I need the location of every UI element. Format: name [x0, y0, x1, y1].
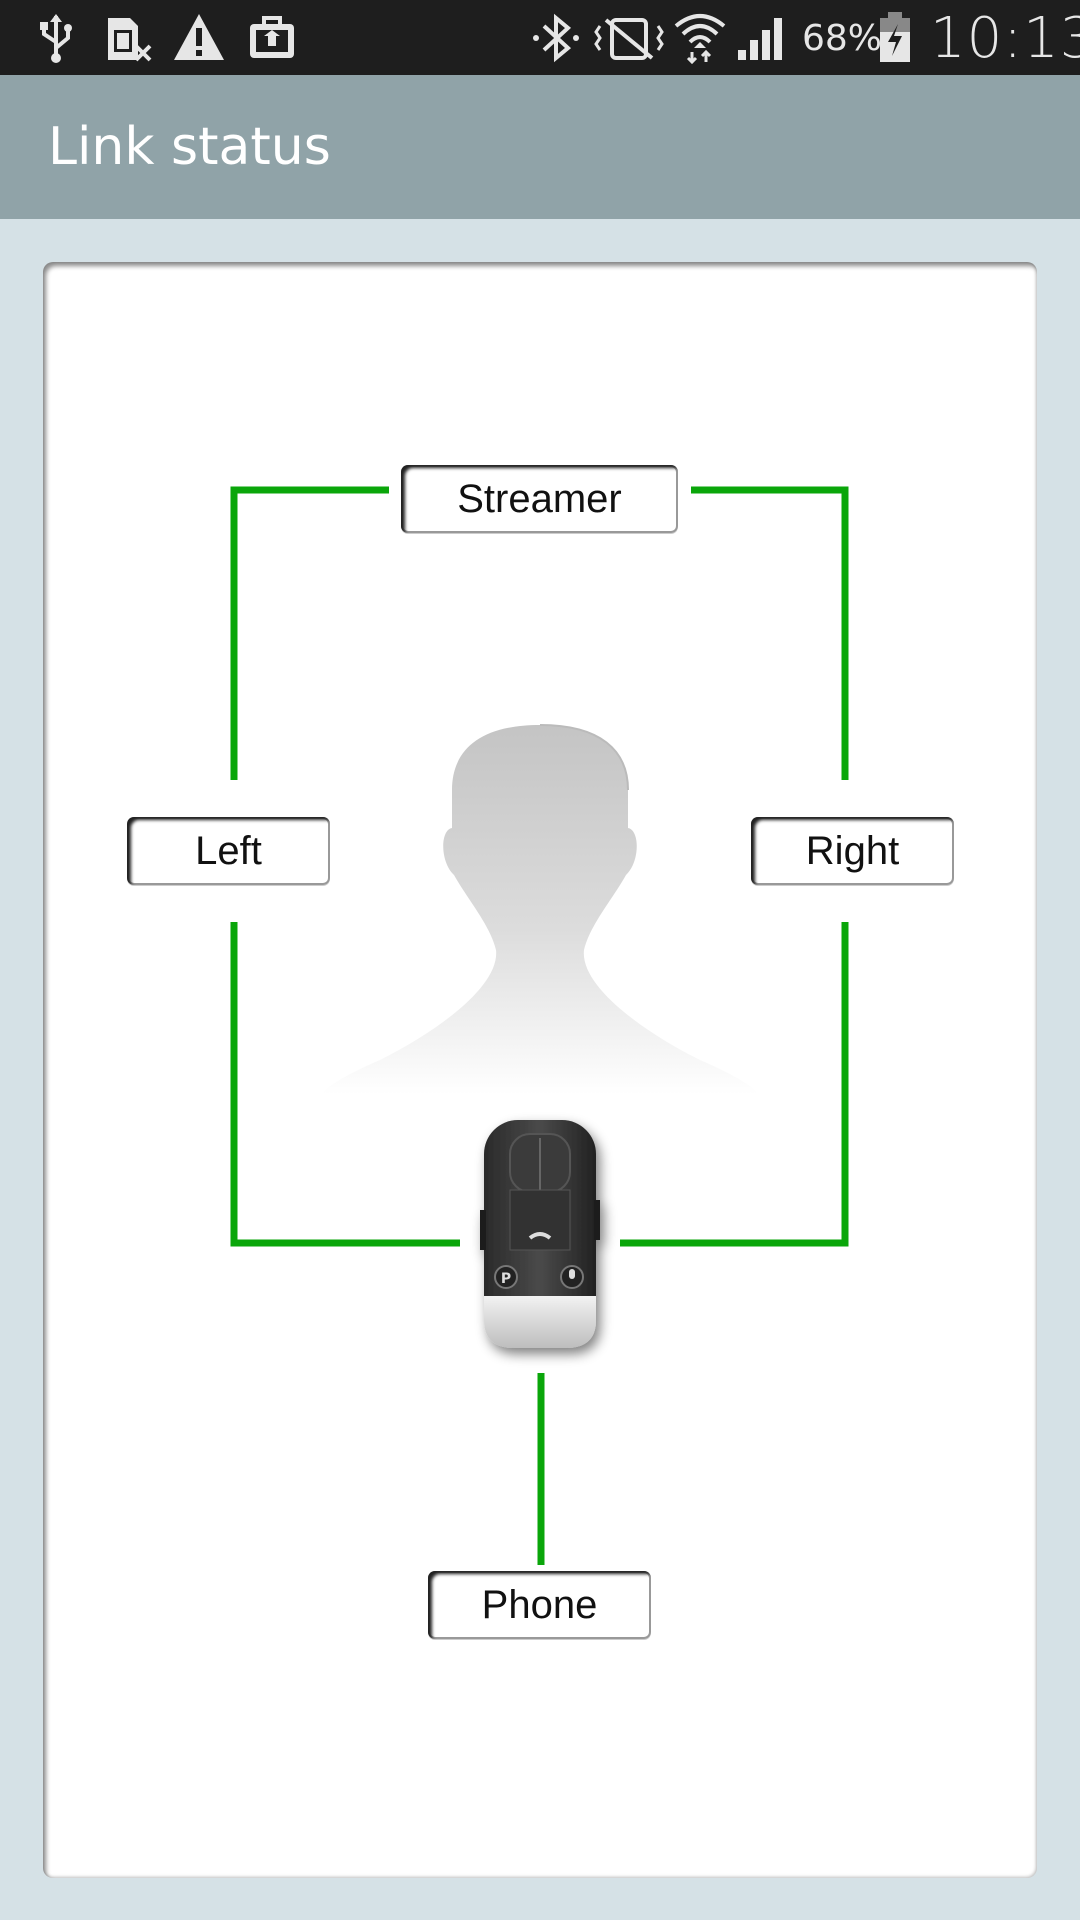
action-bar: Link status [0, 75, 1080, 219]
wifi-icon [674, 14, 726, 64]
status-bar: 68% 10:13 [0, 0, 1080, 75]
briefcase-icon [250, 16, 294, 58]
streamer-node: Streamer [401, 465, 678, 533]
vibrate-icon [594, 18, 664, 60]
sim-card-error-icon [108, 18, 152, 62]
streamer-device-image: P [480, 1120, 600, 1348]
phone-node: Phone [428, 1571, 651, 1639]
person-silhouette [322, 724, 758, 1095]
svg-text:P: P [501, 1271, 511, 1287]
battery-charging-icon [880, 12, 910, 62]
left-node: Left [127, 817, 330, 885]
battery-percent: 68% [802, 18, 883, 59]
right-node: Right [751, 817, 954, 885]
usb-icon [40, 14, 72, 63]
link-left-device [230, 922, 460, 1247]
link-right-device [620, 922, 849, 1247]
link-streamer-left [230, 486, 389, 780]
page-title: Link status [48, 117, 331, 177]
warning-icon [174, 14, 224, 60]
link-streamer-right [691, 486, 849, 780]
signal-icon [738, 18, 782, 60]
clock: 10:13 [930, 6, 1080, 71]
bluetooth-icon [533, 13, 579, 63]
